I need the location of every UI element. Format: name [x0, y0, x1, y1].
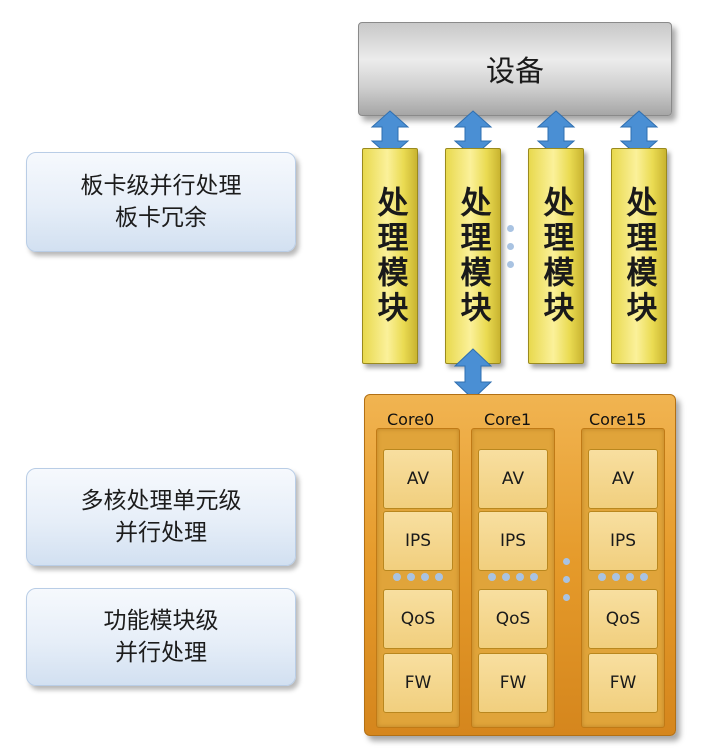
function-block-fw: FW — [478, 653, 548, 713]
label-board-level: 板卡级并行处理 板卡冗余 — [26, 152, 296, 252]
function-block-qos: QoS — [383, 589, 453, 649]
ellipsis-dots — [507, 225, 514, 268]
ellipsis-dots — [488, 573, 538, 581]
ellipsis-dots — [598, 573, 648, 581]
processing-module: 处理模块 — [445, 148, 501, 364]
device-label: 设备 — [485, 54, 544, 88]
module-label: 处理模块 — [454, 186, 491, 326]
processing-module: 处理模块 — [528, 148, 584, 364]
function-block-ips: IPS — [478, 511, 548, 571]
module-label: 处理模块 — [537, 186, 574, 326]
label-line: 板卡级并行处理 — [80, 173, 242, 199]
function-block-qos: QoS — [478, 589, 548, 649]
ellipsis-dots — [393, 573, 443, 581]
core-label: Core1 — [484, 410, 532, 429]
processing-module: 处理模块 — [611, 148, 667, 364]
core-column: AV IPS QoS FW — [376, 428, 460, 728]
function-block-fw: FW — [383, 653, 453, 713]
processing-module: 处理模块 — [362, 148, 418, 364]
label-line: 并行处理 — [115, 520, 207, 546]
core-column: AV IPS QoS FW — [581, 428, 665, 728]
function-block-fw: FW — [588, 653, 658, 713]
module-label: 处理模块 — [371, 186, 408, 326]
core-column: AV IPS QoS FW — [471, 428, 555, 728]
function-block-av: AV — [383, 449, 453, 509]
core-label: Core0 — [387, 410, 435, 429]
function-block-qos: QoS — [588, 589, 658, 649]
function-block-ips: IPS — [588, 511, 658, 571]
label-line: 功能模块级 — [103, 608, 219, 634]
label-line: 并行处理 — [115, 640, 207, 666]
function-block-av: AV — [588, 449, 658, 509]
label-function-module-level: 功能模块级 并行处理 — [26, 588, 296, 686]
device-box: 设备 — [358, 22, 672, 116]
function-block-ips: IPS — [383, 511, 453, 571]
core-label: Core15 — [589, 410, 647, 429]
double-arrow-icon — [453, 348, 493, 400]
label-line: 板卡冗余 — [115, 205, 207, 231]
label-multicore-level: 多核处理单元级 并行处理 — [26, 468, 296, 566]
module-label: 处理模块 — [620, 186, 657, 326]
function-block-av: AV — [478, 449, 548, 509]
label-line: 多核处理单元级 — [80, 488, 242, 514]
ellipsis-dots — [563, 558, 570, 601]
